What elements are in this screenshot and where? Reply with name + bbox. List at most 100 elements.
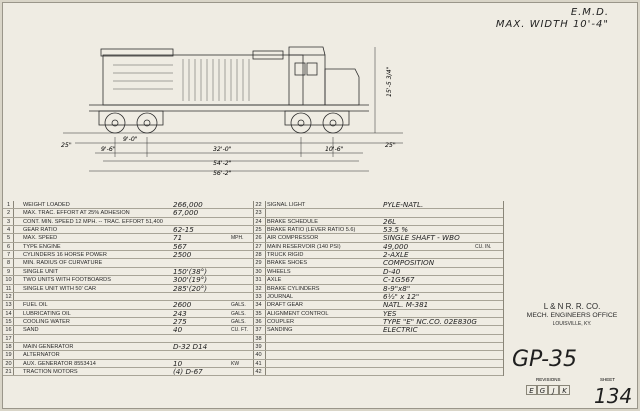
- radiator-section: [100, 48, 174, 57]
- dim-length-overall: 56'-2": [213, 170, 232, 177]
- spec-row-number: 8: [6, 260, 11, 267]
- spec-label: AXLE: [267, 277, 282, 284]
- spec-row-number: 3: [6, 218, 11, 225]
- short-hood: [324, 68, 360, 106]
- table-divider: [13, 201, 14, 377]
- spec-value: 2500: [173, 250, 192, 260]
- spec-row-number: 41: [255, 360, 262, 367]
- spec-label: GEAR RATIO: [23, 227, 58, 234]
- spec-row-number: 34: [255, 302, 262, 309]
- spec-value: YES: [383, 308, 397, 318]
- spec-row-number: 16: [5, 327, 12, 334]
- spec-label: TRUCK RIGID: [267, 252, 304, 259]
- company-name: L & N R. R. CO.: [543, 302, 601, 311]
- spec-value: 300'(19°): [173, 275, 208, 285]
- spec-value: 6½" x 12": [383, 291, 420, 301]
- spec-label: MAX. SPEED: [23, 235, 58, 242]
- spec-row-number: 18: [5, 343, 12, 350]
- spec-value: 150'(38°): [173, 266, 208, 276]
- spec-label: BRAKE SCHEDULE: [267, 218, 318, 225]
- spec-row-number: 12: [5, 293, 12, 300]
- spec-value: 53.5 %: [383, 225, 409, 235]
- spec-row-number: 39: [255, 343, 262, 350]
- spec-value: 71: [173, 233, 183, 243]
- spec-label: MAX. TRAC. EFFORT AT 25% ADHESION: [23, 210, 130, 217]
- spec-row-number: 25: [255, 227, 262, 234]
- spec-unit: CU. IN.: [475, 243, 492, 250]
- spec-label: LUBRICATING OIL: [23, 310, 71, 317]
- spec-unit: CU. FT.: [231, 327, 248, 334]
- wheel: [322, 112, 344, 134]
- spec-unit: GALS.: [231, 310, 246, 317]
- spec-value: 67,000: [173, 208, 199, 218]
- dim-overhang-left: 25": [61, 142, 72, 149]
- revision-mark: J: [548, 385, 559, 395]
- wheel: [136, 112, 158, 134]
- dim-end-to-truck: 10'-6": [325, 146, 344, 153]
- spec-row-number: 28: [255, 252, 262, 259]
- spec-label: TWO UNITS WITH FOOTBOARDS: [23, 277, 111, 284]
- spec-label: CONT. MIN. SPEED 12 MPH. -- TRAC. EFFORT…: [23, 218, 163, 225]
- company-block: L & N R. R. CO. MECH. ENGINEERS OFFICE L…: [506, 302, 637, 329]
- spec-unit: GALS.: [231, 318, 246, 325]
- long-hood: [102, 54, 304, 106]
- spec-row-number: 1: [6, 202, 11, 208]
- title-block: L & N R. R. CO. MECH. ENGINEERS OFFICE L…: [506, 199, 637, 408]
- spec-value: COMPOSITION: [383, 258, 435, 268]
- spec-value: 567: [173, 241, 187, 251]
- spec-row-number: 17: [5, 335, 12, 342]
- wheel: [104, 112, 126, 134]
- locomotive-elevation-drawing: 25" 9'-0" 9'-6" 32'-0" 54'-2" 56'-2" 10'…: [3, 3, 637, 198]
- spec-value: 49,000: [383, 241, 409, 251]
- spec-row: 28 TRUCK RIGID 2-AXLE: [253, 250, 503, 260]
- wheel: [290, 112, 312, 134]
- spec-value: NATL. M-381: [383, 300, 429, 310]
- spec-label: COUPLER: [267, 318, 295, 325]
- cab-window: [306, 62, 318, 76]
- spec-unit: MPH.: [231, 235, 244, 242]
- revision-mark: G: [537, 385, 548, 395]
- front-truck-frame: [284, 110, 350, 126]
- spec-label: MAIN RESERVOIR (140 PSI): [267, 243, 341, 250]
- revision-mark: K: [559, 385, 570, 395]
- spec-label: BRAKE RATIO (LEVER RATIO 5.6): [267, 227, 356, 234]
- spec-row: 38: [253, 335, 503, 343]
- office-city: LOUISVILLE, KY.: [552, 321, 592, 327]
- dim-truck-wheelbase: 9'-0": [123, 136, 138, 143]
- spec-row: 2 MAX. TRAC. EFFORT AT 25% ADHESION 67,000: [3, 208, 253, 218]
- spec-row-number: 11: [5, 285, 12, 292]
- table-divider: [265, 201, 266, 377]
- spec-value: TYPE "E" NC.CO. 02E830G: [383, 316, 477, 326]
- spec-row-number: 38: [255, 335, 262, 342]
- spec-row: 25 BRAKE RATIO (LEVER RATIO 5.6) 53.5 %: [253, 225, 503, 235]
- spec-label: AUX. GENERATOR 8553414: [23, 360, 96, 367]
- sheet-label: SHEET: [600, 377, 616, 382]
- spec-label: ALIGNMENT CONTROL: [267, 310, 329, 317]
- spec-label: ALTERNATOR: [23, 352, 60, 359]
- dynamic-brake-housing: [252, 50, 284, 60]
- spec-label: FUEL OIL: [23, 302, 48, 309]
- spec-label: TYPE ENGINE: [23, 243, 61, 250]
- spec-value: SINGLE SHAFT - WBO: [383, 233, 460, 243]
- max-width: MAX. WIDTH 10'-4": [495, 19, 609, 30]
- spec-value: 2-AXLE: [383, 250, 409, 260]
- spec-label: SIGNAL LIGHT: [267, 202, 306, 208]
- spec-row-number: 2: [6, 210, 11, 217]
- spec-row: 39: [253, 343, 503, 352]
- spec-value: 2600: [173, 300, 192, 310]
